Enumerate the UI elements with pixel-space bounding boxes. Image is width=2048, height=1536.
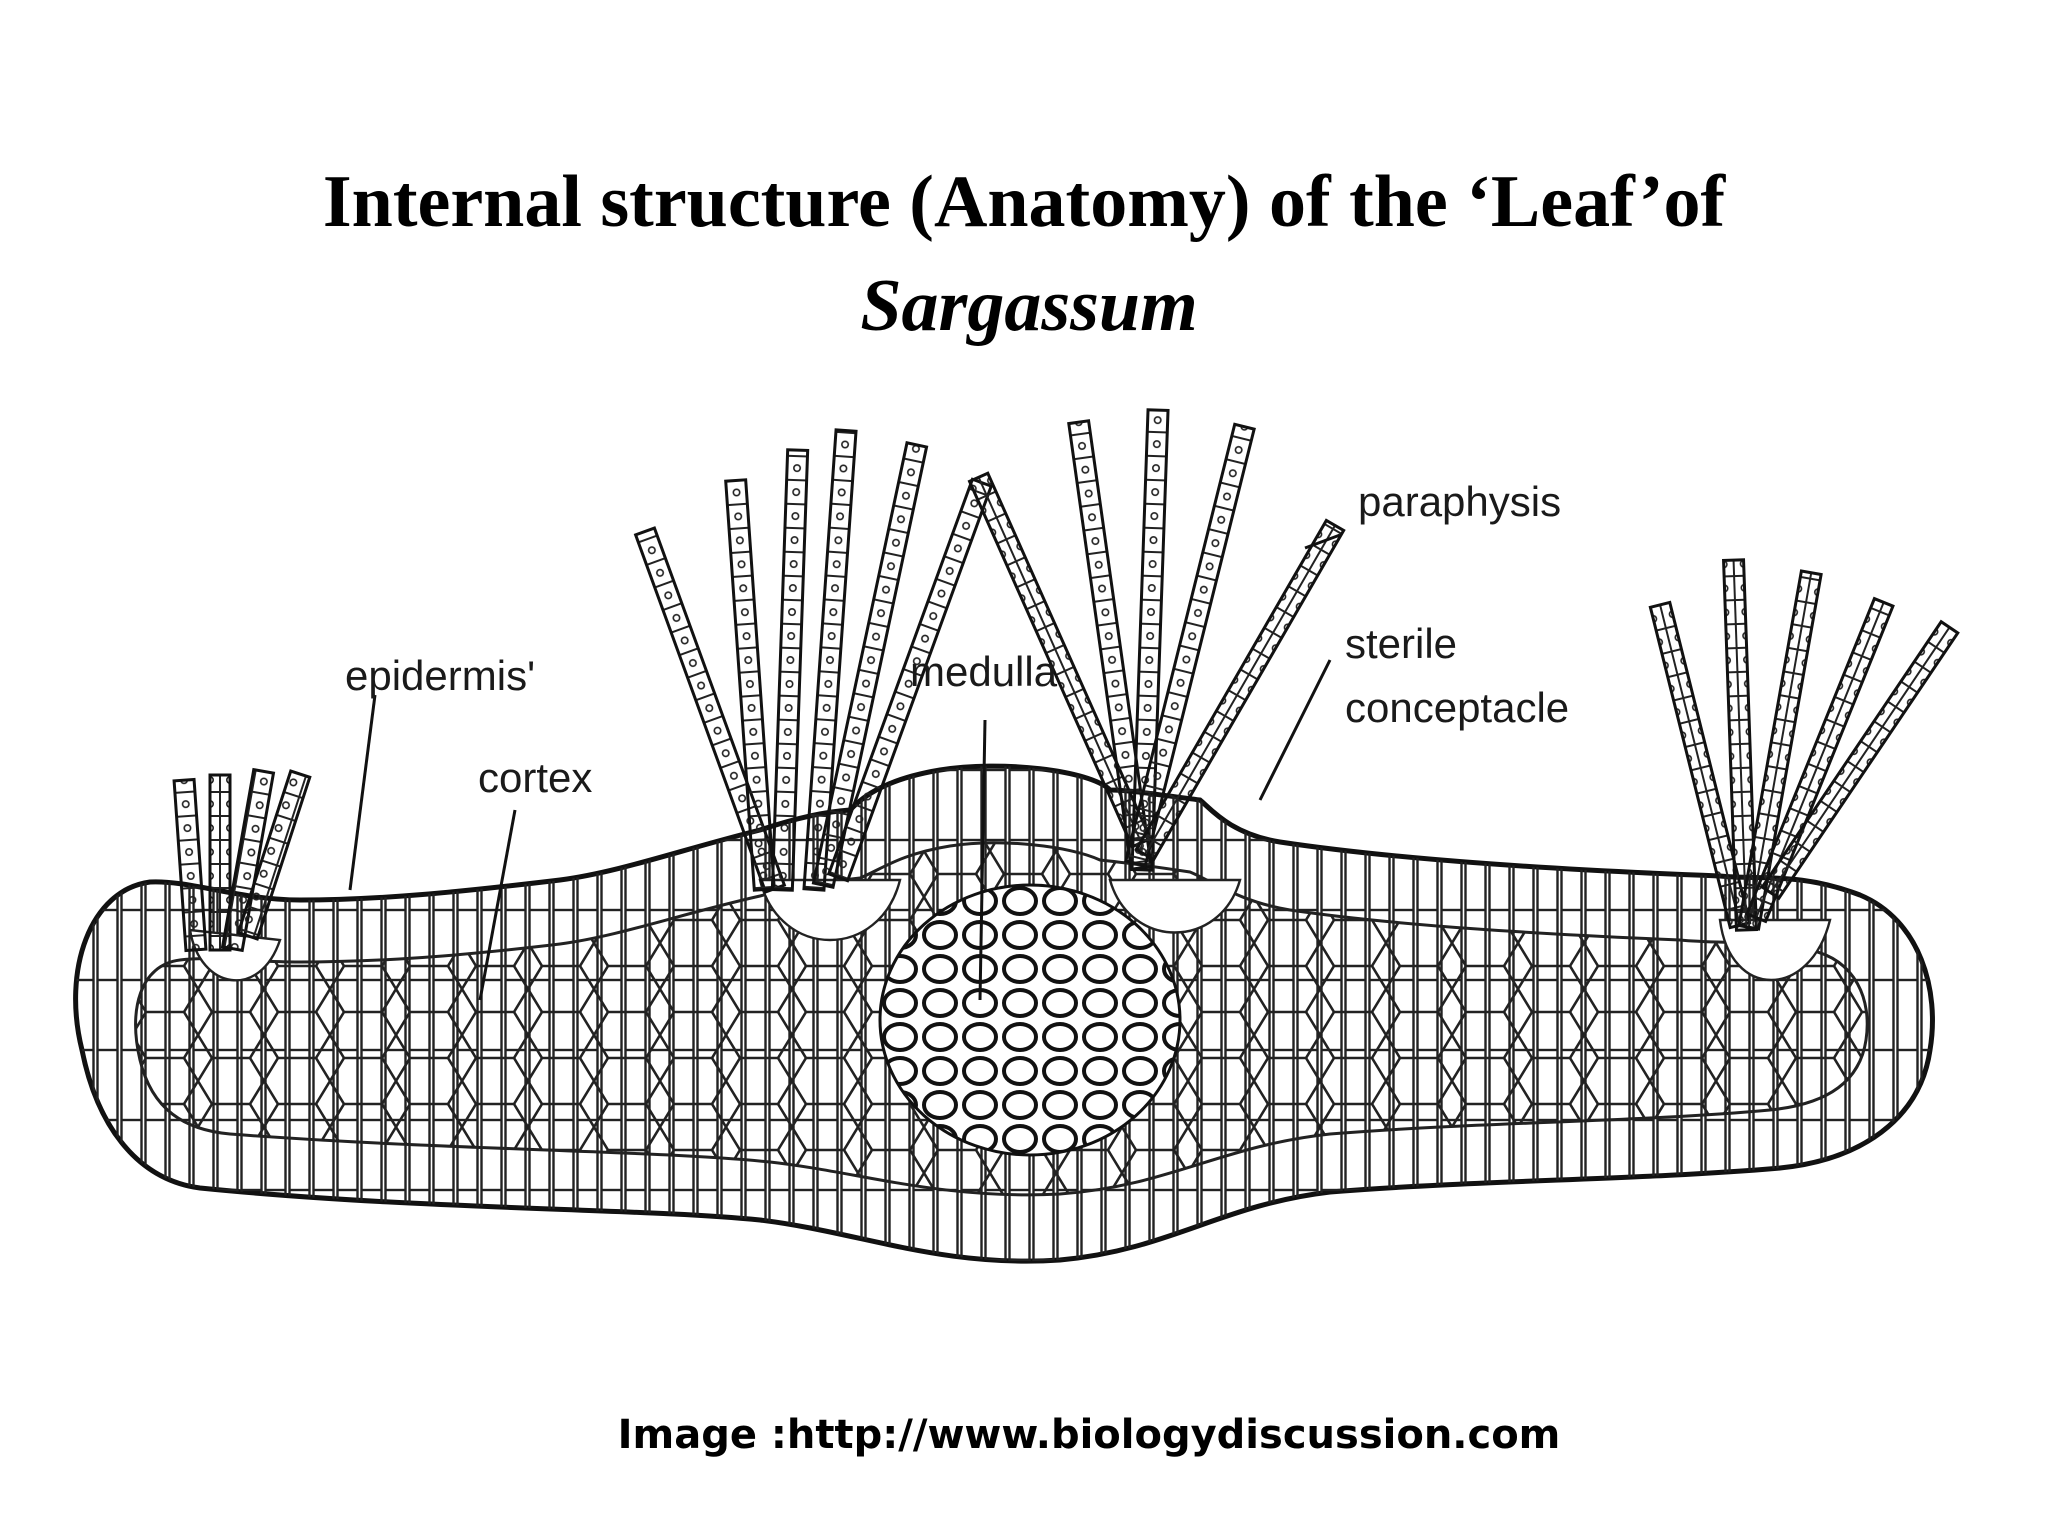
slide-title: Internal structure (Anatomy) of the ‘Lea…: [0, 150, 2048, 358]
title-line-1: Internal structure (Anatomy) of the ‘Lea…: [322, 161, 1726, 243]
image-source-caption: Image :http://www.biologydiscussion.com: [617, 1412, 1561, 1458]
label-medulla: medulla: [910, 648, 1058, 695]
label-epidermis: epidermis': [345, 652, 535, 699]
label-paraphysis: paraphysis: [1358, 478, 1561, 525]
label-cortex: cortex: [478, 754, 592, 801]
label-sterile: sterile: [1345, 620, 1457, 667]
label-leader-lines: [348, 533, 1341, 1001]
label-conceptacle: conceptacle: [1345, 684, 1569, 731]
title-line-2: Sargassum: [860, 265, 1198, 347]
paraphysis-filaments: [172, 408, 1960, 953]
